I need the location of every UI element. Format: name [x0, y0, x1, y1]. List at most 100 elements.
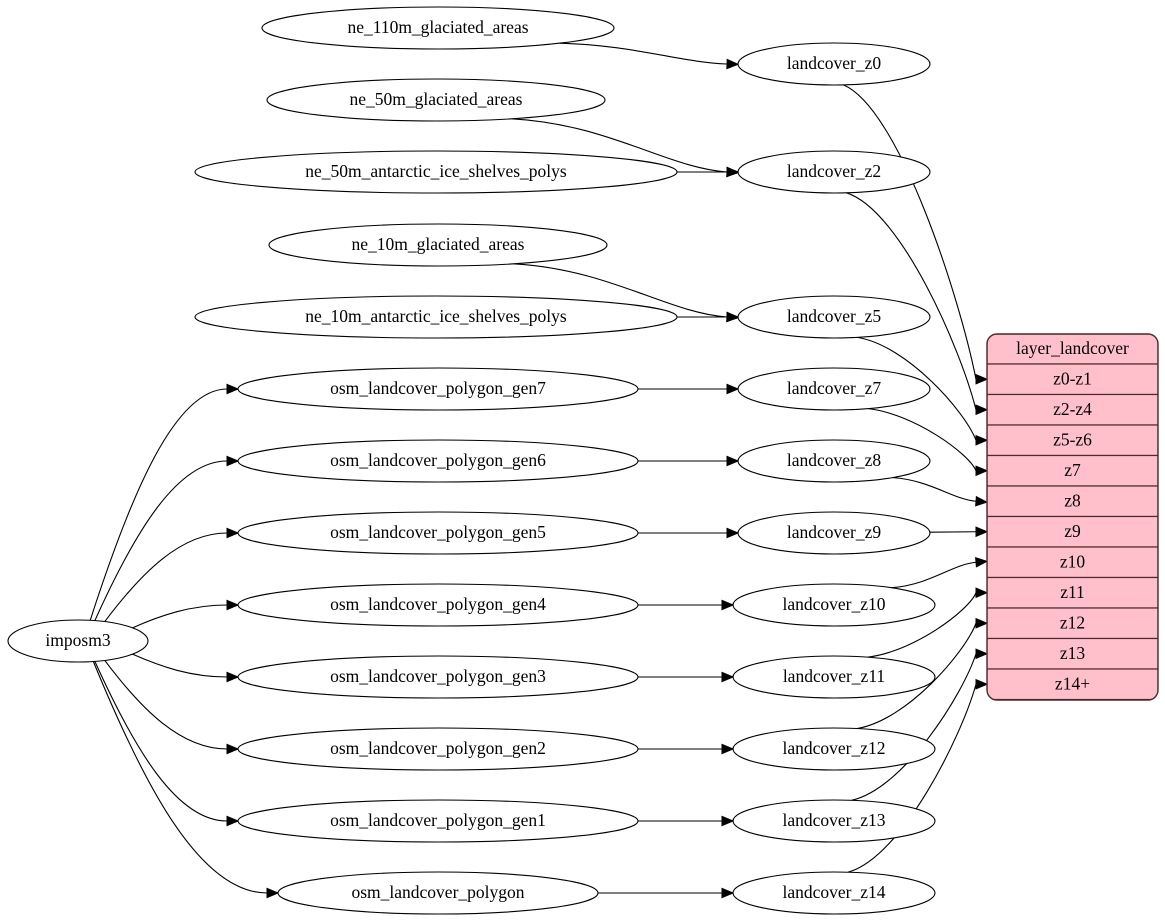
table-row-z5-z6[interactable] [987, 424, 1158, 457]
edge [94, 661, 240, 827]
edge-path [891, 561, 977, 589]
node-shape[interactable] [732, 655, 936, 699]
node-shape[interactable] [237, 583, 639, 627]
node-landcover_z14[interactable]: landcover_z14 [732, 871, 936, 915]
table-row-label: z2-z4 [1053, 399, 1092, 419]
node-ne_110m_glaciated_areas[interactable]: ne_110m_glaciated_areas [261, 6, 615, 50]
node-shape[interactable] [737, 367, 931, 411]
node-landcover_z12[interactable]: landcover_z12 [732, 727, 936, 771]
edge-arrowhead [975, 678, 989, 690]
edge [856, 617, 989, 730]
node-shape[interactable] [261, 6, 615, 50]
node-osm_landcover_polygon_gen6[interactable]: osm_landcover_polygon_gen6 [237, 439, 639, 483]
node-label: ne_50m_glaciated_areas [350, 89, 523, 109]
node-ne_50m_antarctic_ice_shelves_polys[interactable]: ne_50m_antarctic_ice_shelves_polys [194, 150, 678, 194]
node-label: ne_10m_glaciated_areas [352, 234, 525, 254]
edge-arrowhead [726, 58, 740, 70]
node-shape[interactable] [737, 150, 931, 194]
node-shape[interactable] [737, 511, 931, 555]
edge-path [104, 660, 228, 750]
node-shape[interactable] [7, 619, 149, 663]
node-osm_landcover_polygon_gen1[interactable]: osm_landcover_polygon_gen1 [237, 799, 639, 843]
nodes-layer: ne_110m_glaciated_areas ne_50m_glaciated_… [7, 6, 936, 915]
node-osm_landcover_polygon_gen3[interactable]: osm_landcover_polygon_gen3 [237, 655, 639, 699]
node-label: landcover_z2 [787, 161, 881, 181]
edge [857, 336, 989, 446]
layer-table-layer_landcover[interactable]: layer_landcoverz0-z1z2-z4z5-z6z7z8z9z10z… [986, 333, 1159, 701]
edge [559, 42, 740, 70]
node-osm_landcover_polygon_gen2[interactable]: osm_landcover_polygon_gen2 [237, 727, 639, 771]
node-landcover_z10[interactable]: landcover_z10 [732, 583, 936, 627]
node-shape[interactable] [237, 511, 639, 555]
node-shape[interactable] [237, 655, 639, 699]
edge-arrowhead [226, 527, 240, 539]
edge-arrowhead [975, 587, 989, 599]
node-imposm3[interactable]: imposm3 [7, 619, 149, 663]
table-row-z11[interactable] [987, 576, 1158, 609]
node-landcover_z0[interactable]: landcover_z0 [737, 42, 931, 86]
node-ne_10m_glaciated_areas[interactable]: ne_10m_glaciated_areas [268, 223, 608, 267]
node-label: landcover_z10 [782, 594, 885, 614]
edge [843, 84, 989, 385]
edge [598, 887, 735, 899]
node-landcover_z9[interactable]: landcover_z9 [737, 511, 931, 555]
node-shape[interactable] [194, 150, 678, 194]
node-landcover_z7[interactable]: landcover_z7 [737, 367, 931, 411]
node-label: landcover_z0 [787, 53, 882, 73]
edge [132, 653, 240, 683]
node-shape[interactable] [732, 583, 936, 627]
node-osm_landcover_polygon_gen4[interactable]: osm_landcover_polygon_gen4 [237, 583, 639, 627]
edge [847, 678, 989, 873]
node-shape[interactable] [266, 78, 606, 122]
edge-path [892, 477, 977, 502]
node-landcover_z8[interactable]: landcover_z8 [737, 439, 931, 483]
node-shape[interactable] [732, 871, 936, 915]
table-row-z10[interactable] [987, 546, 1158, 579]
node-osm_landcover_polygon[interactable]: osm_landcover_polygon [277, 871, 599, 915]
node-landcover_z13[interactable]: landcover_z13 [732, 799, 936, 843]
table-row-z12[interactable] [987, 607, 1158, 640]
node-label: osm_landcover_polygon_gen5 [330, 522, 546, 542]
table-row-label: z14+ [1055, 673, 1090, 693]
table-row-label: z13 [1060, 643, 1086, 663]
edge-arrowhead [975, 495, 989, 507]
node-landcover_z11[interactable]: landcover_z11 [732, 655, 936, 699]
table-row-z0-z1[interactable] [987, 363, 1158, 396]
node-label: osm_landcover_polygon_gen6 [330, 450, 546, 470]
node-osm_landcover_polygon_gen7[interactable]: osm_landcover_polygon_gen7 [237, 367, 639, 411]
table-row-z13[interactable] [987, 637, 1158, 670]
node-shape[interactable] [737, 439, 931, 483]
node-osm_landcover_polygon_gen5[interactable]: osm_landcover_polygon_gen5 [237, 511, 639, 555]
node-shape[interactable] [268, 223, 608, 267]
node-label: ne_50m_antarctic_ice_shelves_polys [305, 161, 567, 181]
table-row-label: z0-z1 [1053, 368, 1092, 388]
edge [92, 661, 280, 899]
node-shape[interactable] [237, 799, 639, 843]
edge [892, 477, 989, 507]
node-ne_50m_glaciated_areas[interactable]: ne_50m_glaciated_areas [266, 78, 606, 122]
table-row-z9[interactable] [987, 515, 1158, 548]
table-row-z7[interactable] [987, 454, 1158, 487]
table-row-label: z5-z6 [1053, 429, 1092, 449]
edge-arrowhead [975, 434, 989, 446]
node-shape[interactable] [237, 727, 639, 771]
node-shape[interactable] [732, 727, 936, 771]
node-label: ne_110m_glaciated_areas [347, 17, 528, 37]
node-shape[interactable] [194, 295, 678, 339]
node-landcover_z5[interactable]: landcover_z5 [737, 295, 931, 339]
node-shape[interactable] [737, 42, 931, 86]
node-shape[interactable] [732, 799, 936, 843]
table-header-label: layer_landcover [1016, 338, 1129, 358]
node-shape[interactable] [237, 439, 639, 483]
node-shape[interactable] [277, 871, 599, 915]
edge-arrowhead [975, 648, 989, 660]
node-landcover_z2[interactable]: landcover_z2 [737, 150, 931, 194]
node-shape[interactable] [737, 295, 931, 339]
edge [851, 648, 989, 801]
node-ne_10m_antarctic_ice_shelves_polys[interactable]: ne_10m_antarctic_ice_shelves_polys [194, 295, 678, 339]
node-shape[interactable] [237, 367, 639, 411]
node-label: landcover_z13 [782, 810, 885, 830]
node-label: landcover_z14 [782, 882, 885, 902]
node-label: imposm3 [45, 630, 110, 650]
edge-arrowhead [226, 743, 240, 755]
